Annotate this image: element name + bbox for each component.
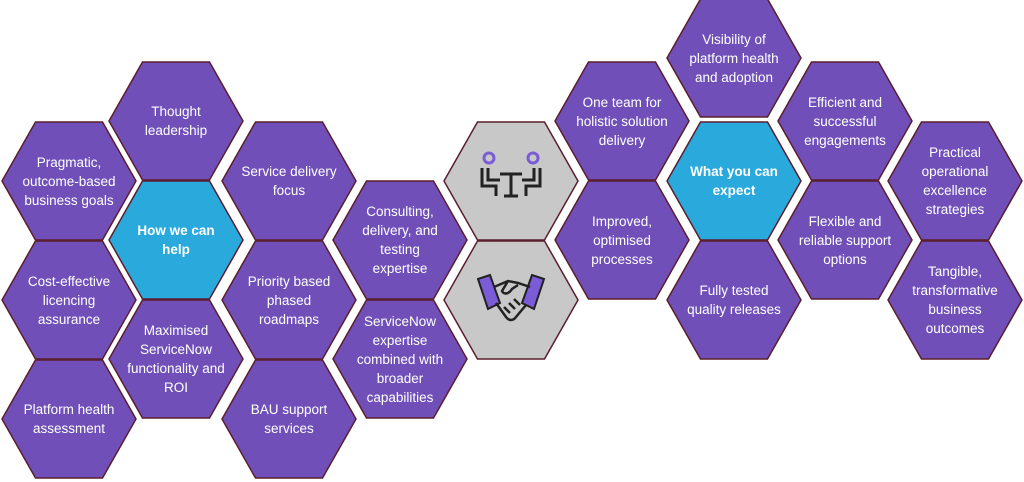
hex-label: Improved, optimised processes bbox=[591, 213, 653, 267]
hex-label: Maximised ServiceNow functionality and R… bbox=[127, 323, 225, 395]
hex-label: Pragmatic, outcome-based business goals bbox=[22, 154, 116, 208]
hex-meeting bbox=[443, 121, 579, 241]
hex-efficient-engagements: Efficient and successful engagements bbox=[777, 61, 913, 181]
hex-center-label: What you can expect bbox=[690, 164, 778, 198]
people-meeting-icon bbox=[480, 151, 542, 198]
hex-label: Cost-effective licencing assurance bbox=[27, 273, 111, 327]
hex-label: Visibility of platform health and adopti… bbox=[689, 31, 779, 85]
hex-consulting-expertise: Consulting, delivery, and testing expert… bbox=[332, 180, 468, 300]
hex-licencing-assurance: Cost-effective licencing assurance bbox=[1, 240, 137, 360]
hex-label: Practical operational excellence strateg… bbox=[921, 145, 989, 217]
hex-label: Flexible and reliable support options bbox=[798, 213, 892, 267]
hex-label: Priority based phased roadmaps bbox=[247, 273, 331, 327]
hex-service-delivery: Service delivery focus bbox=[221, 121, 357, 241]
hex-how-we-can-help: How we can help bbox=[108, 180, 244, 300]
hex-handshake bbox=[443, 240, 579, 360]
hex-label: Tangible, transformative business outcom… bbox=[912, 264, 998, 336]
hex-maximised-roi: Maximised ServiceNow functionality and R… bbox=[108, 299, 244, 419]
hex-one-team: One team for holistic solution delivery bbox=[554, 61, 690, 181]
hex-platform-visibility: Visibility of platform health and adopti… bbox=[666, 0, 802, 118]
hex-platform-health: Platform health assessment bbox=[1, 359, 137, 479]
hex-label: BAU support services bbox=[250, 402, 328, 436]
hex-what-you-can-expect: What you can expect bbox=[666, 121, 802, 241]
hex-improved-processes: Improved, optimised processes bbox=[554, 180, 690, 300]
hex-label: Thought leadership bbox=[144, 104, 208, 138]
hex-label: Service delivery focus bbox=[241, 164, 337, 198]
hex-bau-support: BAU support services bbox=[221, 359, 357, 479]
hex-label: ServiceNow expertise combined with broad… bbox=[356, 313, 444, 405]
hex-servicenow-expertise: ServiceNow expertise combined with broad… bbox=[332, 299, 468, 419]
hex-label: One team for holistic solution delivery bbox=[576, 94, 668, 148]
hex-operational-excellence: Practical operational excellence strateg… bbox=[887, 121, 1023, 241]
hex-thought-leadership: Thought leadership bbox=[108, 61, 244, 181]
hex-center-label: How we can help bbox=[137, 223, 215, 257]
hex-label: Platform health assessment bbox=[23, 402, 115, 436]
hex-business-outcomes: Tangible, transformative business outcom… bbox=[887, 240, 1023, 360]
handshake-icon bbox=[476, 273, 546, 322]
hex-label: Efficient and successful engagements bbox=[804, 94, 886, 148]
hex-label: Consulting, delivery, and testing expert… bbox=[362, 204, 438, 276]
hex-phased-roadmaps: Priority based phased roadmaps bbox=[221, 240, 357, 360]
hex-pragmatic-goals: Pragmatic, outcome-based business goals bbox=[1, 121, 137, 241]
hex-label: Fully tested quality releases bbox=[687, 283, 781, 317]
hex-flexible-support: Flexible and reliable support options bbox=[777, 180, 913, 300]
hex-tested-releases: Fully tested quality releases bbox=[666, 240, 802, 360]
